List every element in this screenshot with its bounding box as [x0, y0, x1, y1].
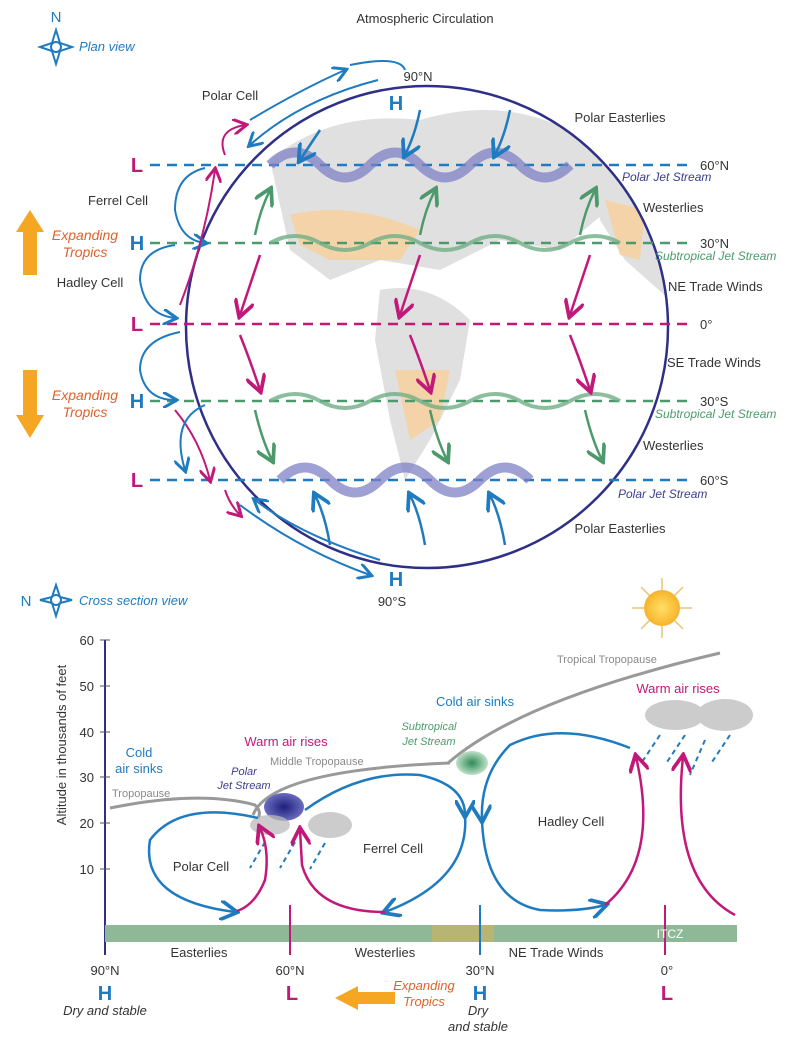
polar-cell-label: Polar Cell	[202, 88, 258, 103]
subtropical-jet-stream-label-s: Subtropical Jet Stream	[655, 407, 776, 421]
cross-section-compass-icon: N	[21, 581, 73, 620]
y-tick-30: 30	[80, 770, 94, 785]
tropopause-label: Tropopause	[112, 788, 170, 800]
expanding-tropics-label-s1: Expanding	[52, 387, 118, 403]
lat-60n: 60°N	[275, 963, 304, 978]
high-pressure-north-pole: H	[389, 93, 403, 115]
tropopause-lines	[109, 651, 721, 819]
middle-tropopause-label: Middle Tropopause	[270, 756, 364, 768]
pressure-30n: H	[473, 983, 487, 1005]
expanding-tropics-label-n2: Tropics	[63, 244, 108, 260]
hadley-cell-label: Hadley Cell	[57, 275, 124, 290]
compass-icon: N	[36, 9, 76, 68]
globe	[184, 84, 670, 570]
plan-view-label: Plan view	[79, 39, 136, 54]
cold-air-sinks-label-1a: Cold	[126, 745, 153, 760]
wind-polar-easterlies-s: Polar Easterlies	[574, 521, 666, 536]
compass-north-label: N	[51, 9, 62, 26]
low-pressure-equator: L	[131, 314, 143, 336]
latitude-equator: 0°	[700, 317, 712, 332]
lat-0: 0°	[661, 963, 673, 978]
wind-westerlies-n: Westerlies	[643, 200, 704, 215]
hadley-cell-cross-label: Hadley Cell	[538, 814, 605, 829]
lat-30n: 30°N	[465, 963, 494, 978]
polar-jet-stream-south	[276, 462, 534, 498]
cell-circulation-arrows	[138, 60, 406, 575]
surface-bar: ITCZ	[105, 905, 737, 955]
cross-section-north-label: N	[21, 593, 32, 610]
tropical-tropopause-label: Tropical Tropopause	[557, 654, 657, 666]
surface-westerlies: Westerlies	[355, 945, 416, 960]
latitude-30n: 30°N	[700, 236, 729, 251]
expanding-tropics-up-arrow	[16, 210, 44, 275]
subtropical-jet-stream-label-n: Subtropical Jet Stream	[655, 249, 776, 263]
expanding-tropics-left-arrow	[335, 986, 395, 1010]
y-tick-40: 40	[80, 725, 94, 740]
polar-jet-stream-core	[264, 793, 304, 821]
subtropical-jet-stream-north	[269, 234, 621, 252]
high-pressure-south-pole: H	[389, 569, 403, 591]
diagram-title: Atmospheric Circulation	[356, 11, 493, 26]
lat-90n: 90°N	[90, 963, 119, 978]
low-pressure-60s: L	[131, 470, 143, 492]
cold-air-sinks-label-2: Cold air sinks	[436, 694, 515, 709]
low-pressure-60n: L	[131, 155, 143, 177]
y-tick-20: 20	[80, 816, 94, 831]
expanding-tropics-down-arrow	[16, 370, 44, 438]
pressure-90n: H	[98, 983, 112, 1005]
dry-stable-90n: Dry and stable	[63, 1003, 147, 1018]
polar-jet-stream-label-n: Polar Jet Stream	[622, 170, 711, 184]
dry-stable-30n-b: and stable	[448, 1019, 508, 1034]
polar-cell-cross-label: Polar Cell	[173, 859, 229, 874]
cell-loops	[147, 732, 736, 915]
y-tick-60: 60	[80, 633, 94, 648]
pole-south-label: 90°S	[378, 594, 407, 609]
y-axis-label: Altitude in thousands of feet	[54, 664, 69, 825]
expanding-tropics-cross-a: Expanding	[393, 978, 455, 993]
warm-air-rises-label-2: Warm air rises	[636, 681, 720, 696]
polar-jet-label-b: Jet Stream	[216, 780, 270, 792]
pressure-0: L	[661, 983, 673, 1005]
polar-jet-stream-label-s: Polar Jet Stream	[618, 487, 707, 501]
expanding-tropics-cross-b: Tropics	[403, 994, 445, 1009]
wind-westerlies-s: Westerlies	[643, 438, 704, 453]
cross-section-view-label: Cross section view	[79, 593, 189, 608]
dry-stable-30n-a: Dry	[468, 1003, 490, 1018]
subtropical-jet-label-a: Subtropical	[401, 721, 457, 733]
expanding-tropics-label-s2: Tropics	[63, 404, 108, 420]
ferrel-cell-cross-label: Ferrel Cell	[363, 841, 423, 856]
polar-jet-label-a: Polar	[231, 766, 258, 778]
sun-icon	[632, 578, 692, 638]
latitude-lines	[150, 163, 690, 482]
y-tick-50: 50	[80, 679, 94, 694]
subtropical-jet-stream-south	[269, 392, 621, 410]
y-tick-10: 10	[80, 862, 94, 877]
pressure-60n: L	[286, 983, 298, 1005]
wind-ne-trade-winds: NE Trade Winds	[668, 279, 763, 294]
latitude-30s: 30°S	[700, 394, 729, 409]
itcz-label: ITCZ	[657, 927, 684, 941]
high-pressure-30s: H	[130, 391, 144, 413]
surface-ne-trade-winds: NE Trade Winds	[509, 945, 604, 960]
wind-arrows	[240, 109, 602, 546]
subtropical-jet-label-b: Jet Stream	[401, 736, 455, 748]
subtropical-jet-stream-core	[456, 751, 488, 775]
wind-polar-easterlies-n: Polar Easterlies	[574, 110, 666, 125]
latitude-60s: 60°S	[700, 473, 729, 488]
warm-air-rises-label-1: Warm air rises	[244, 734, 328, 749]
cloud-icons	[250, 699, 753, 838]
altitude-axis: 60 50 40 30 20 10 Altitude in thousands …	[54, 633, 110, 955]
polar-jet-stream-north	[266, 147, 574, 183]
pole-north-label: 90°N	[403, 69, 432, 84]
cold-air-sinks-label-1b: air sinks	[115, 761, 163, 776]
wind-se-trade-winds: SE Trade Winds	[667, 355, 761, 370]
latitude-60n: 60°N	[700, 158, 729, 173]
expanding-tropics-label-n1: Expanding	[52, 227, 118, 243]
surface-easterlies: Easterlies	[170, 945, 228, 960]
ferrel-cell-label: Ferrel Cell	[88, 193, 148, 208]
high-pressure-30n: H	[130, 233, 144, 255]
